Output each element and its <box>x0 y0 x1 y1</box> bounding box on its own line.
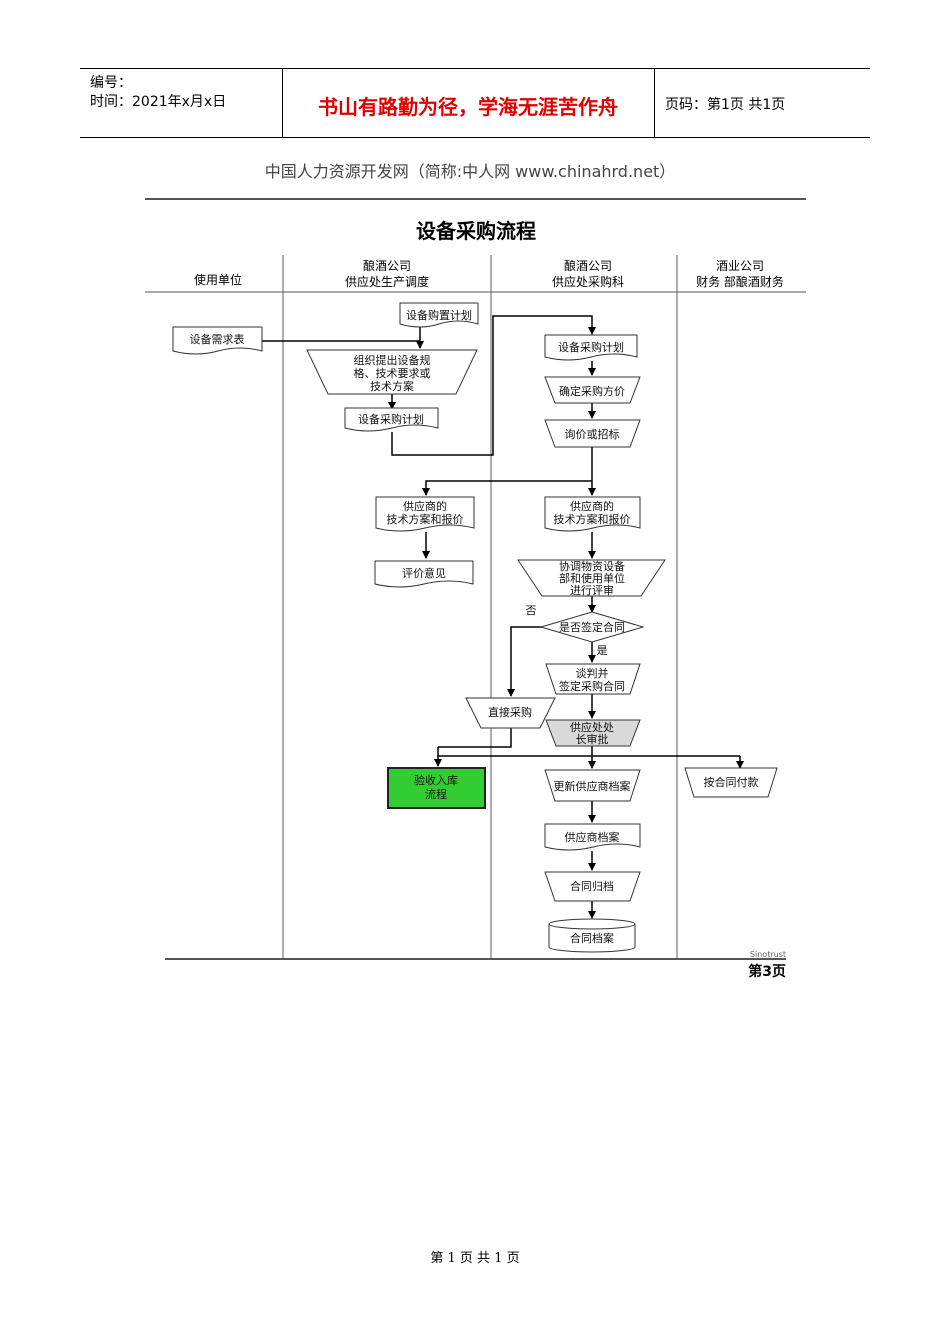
motto: 书山有路勤为径，学海无涯苦作舟 <box>318 95 618 119</box>
label-approve-2: 长审批 <box>576 732 609 746</box>
conn-decision-no <box>507 626 542 697</box>
label-spec-1: 组织提出设备规 <box>354 353 431 367</box>
label-contract-archive: 合同档案 <box>570 931 614 945</box>
label-contract-filing: 合同归档 <box>570 879 614 893</box>
node-coord <box>517 559 666 597</box>
node-contract-archive <box>548 918 636 953</box>
figure-page-number: 第3页 <box>748 963 786 980</box>
node-purchase-plan-top <box>399 302 479 328</box>
label-direct-purchase: 直接采购 <box>488 705 532 719</box>
node-acceptance <box>387 767 486 809</box>
label-supplier-right-2: 技术方案和报价 <box>554 512 631 526</box>
node-contract-archive-rim <box>548 923 636 930</box>
label-update-supplier: 更新供应商档案 <box>554 779 631 793</box>
label-no: 否 <box>526 604 537 617</box>
conn-plan-to-purchasing <box>391 315 596 456</box>
node-supplier-file <box>544 823 641 851</box>
node-update-supplier <box>544 769 641 802</box>
node-purchase-plan-right <box>544 334 638 361</box>
node-spec <box>306 349 478 395</box>
label-purchase-plan-right: 设备采购计划 <box>558 340 624 354</box>
label-purchase-plan-top: 设备购置计划 <box>406 308 472 322</box>
site-banner: 中国人力资源开发网（简称:中人网 www.chinahrd.net） <box>265 162 676 181</box>
node-approve <box>545 719 641 747</box>
label-opinion: 评价意见 <box>402 566 446 580</box>
node-opinion <box>374 560 474 588</box>
node-purchase-plan-left <box>344 407 439 432</box>
page-footer: 第 1 页 共 1 页 <box>430 1251 520 1266</box>
label-supplier-left-1: 供应商的 <box>403 499 447 513</box>
label-negotiate-2: 签定采购合同 <box>559 679 625 693</box>
header-page-cell: 页码：第1页 共1页 <box>655 69 870 137</box>
label-approve-1: 供应处处 <box>570 720 614 734</box>
flowchart-title: 设备采购流程 <box>416 219 536 243</box>
label-yes: 是 <box>597 644 608 657</box>
label-negotiate-1: 谈判并 <box>576 666 609 680</box>
lane-header-purchasing-line2: 供应处采购科 <box>552 274 624 289</box>
lane-header-dispatch-line1: 酿酒公司 <box>363 258 411 273</box>
node-confirm-method <box>544 376 641 404</box>
node-pay <box>684 767 778 798</box>
number-label: 编号： <box>90 75 132 91</box>
node-contract-filing <box>544 871 641 902</box>
time-label: 时间：2021年x月x日 <box>90 94 227 110</box>
node-demand-table <box>172 326 263 355</box>
node-direct-purchase <box>465 697 556 729</box>
label-inquiry: 询价或招标 <box>565 427 620 441</box>
sinotrust-mark: Sinotrust <box>750 950 786 959</box>
document-header: 编号： 时间：2021年x月x日 书山有路勤为径，学海无涯苦作舟 页码：第1页 … <box>80 68 870 138</box>
conn-inquiry-supplier-left <box>422 480 592 496</box>
lane-header-finance-line1: 酒业公司 <box>716 259 764 273</box>
lane-header-finance-line2: 财务 部酿酒财务 <box>696 274 784 289</box>
label-supplier-right-1: 供应商的 <box>570 499 614 513</box>
label-coord-3: 进行评审 <box>570 583 614 597</box>
page-label: 页码：第1页 共1页 <box>665 97 786 113</box>
label-supplier-left-2: 技术方案和报价 <box>387 512 464 526</box>
lane-header-purchasing-line1: 酿酒公司 <box>564 258 612 273</box>
lane-header-user: 使用单位 <box>194 272 242 287</box>
header-meta-cell: 编号： 时间：2021年x月x日 <box>80 69 283 137</box>
lane-header-dispatch-line2: 供应处生产调度 <box>345 274 429 289</box>
label-spec-2: 格、技术要求或 <box>354 366 431 380</box>
node-inquiry <box>544 419 641 448</box>
label-confirm-method: 确定采购方价 <box>559 384 625 398</box>
header-motto-cell: 书山有路勤为径，学海无涯苦作舟 <box>282 69 655 137</box>
conn-direct-down <box>438 728 512 748</box>
label-coord-1: 协调物资设备 <box>559 559 625 573</box>
label-supplier-file: 供应商档案 <box>565 830 620 844</box>
node-supplier-right <box>544 496 641 532</box>
label-acceptance-2: 流程 <box>425 787 447 801</box>
label-demand-table: 设备需求表 <box>190 332 245 346</box>
label-decision: 是否签定合同 <box>559 620 625 634</box>
label-spec-3: 技术方案 <box>370 379 414 393</box>
label-purchase-plan-left: 设备采购计划 <box>358 412 424 426</box>
label-pay: 按合同付款 <box>704 775 759 789</box>
connectors <box>262 315 744 919</box>
node-decision <box>539 611 645 643</box>
node-negotiate <box>545 663 641 695</box>
node-supplier-left <box>375 496 475 532</box>
label-coord-2: 部和使用单位 <box>559 571 625 585</box>
label-acceptance-1: 验收入库 <box>414 773 458 787</box>
